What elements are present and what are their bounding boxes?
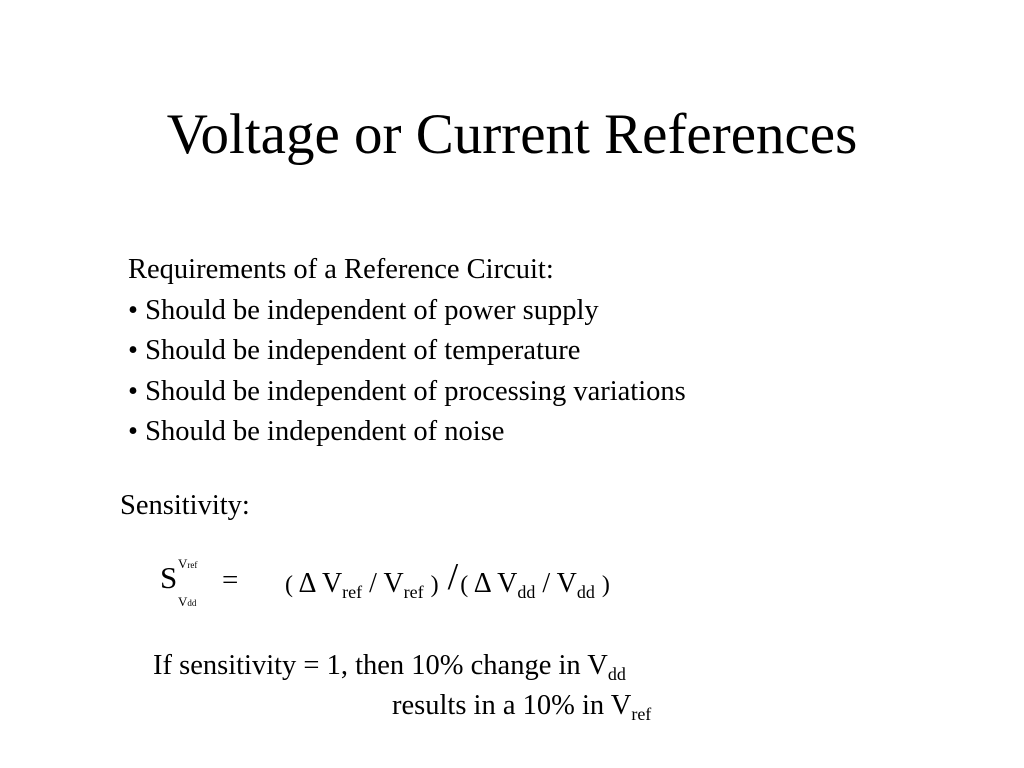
formula-open-paren: (	[460, 572, 469, 598]
slide-title: Voltage or Current References	[166, 103, 858, 166]
note-text: results in a 10% in V	[392, 690, 632, 721]
formula-divide: /	[447, 556, 459, 598]
note-sub: dd	[607, 664, 626, 684]
formula-var: V	[321, 568, 343, 599]
formula-dd-sub: dd	[576, 582, 595, 602]
sensitivity-note-line-1: If sensitivity = 1, then 10% change in V…	[153, 646, 626, 686]
formula-close-paren: )	[601, 572, 610, 598]
formula-delta: Δ	[473, 568, 491, 599]
formula-close-paren: )	[430, 572, 439, 598]
formula-ref-sub: ref	[342, 582, 363, 602]
formula-sub-sub: dd	[187, 598, 197, 608]
formula-sup-var: V	[178, 556, 188, 571]
note-sub: ref	[631, 704, 652, 724]
requirements-heading: Requirements of a Reference Circuit:	[128, 254, 554, 285]
formula-sup-sub: ref	[187, 560, 198, 570]
requirement-item: • Should be independent of noise	[128, 416, 505, 447]
sensitivity-label: Sensitivity:	[120, 490, 250, 521]
formula-subscript: Vdd	[178, 594, 196, 611]
requirement-item: • Should be independent of power supply	[128, 294, 599, 326]
formula-symbol-s: S	[160, 560, 178, 595]
formula-var: V	[556, 568, 577, 599]
formula-ref-sub: ref	[403, 582, 424, 602]
requirement-item: • Should be independent of temperature	[128, 335, 581, 366]
formula-var: V	[497, 568, 518, 599]
formula-sub-var: V	[178, 594, 188, 609]
formula-inner-slash: /	[542, 568, 551, 599]
formula-delta: Δ	[298, 568, 315, 599]
note-text: If sensitivity = 1, then 10% change in V	[153, 650, 608, 681]
formula-open-paren: (	[285, 572, 293, 598]
formula-equals: =	[222, 564, 239, 596]
formula-inner-slash: /	[369, 568, 377, 599]
formula-dd-sub: dd	[517, 582, 536, 602]
sensitivity-note-line-2: results in a 10% in Vref	[392, 686, 651, 726]
formula-right-side: ( Δ Vref / Vref ) /( Δ Vdd / Vdd )	[285, 557, 610, 605]
formula-var: V	[383, 568, 404, 599]
requirements-list: Requirements of a Reference Circuit: • S…	[128, 250, 686, 453]
formula-superscript: Vref	[178, 556, 197, 573]
requirement-item: • Should be independent of processing va…	[128, 375, 686, 407]
